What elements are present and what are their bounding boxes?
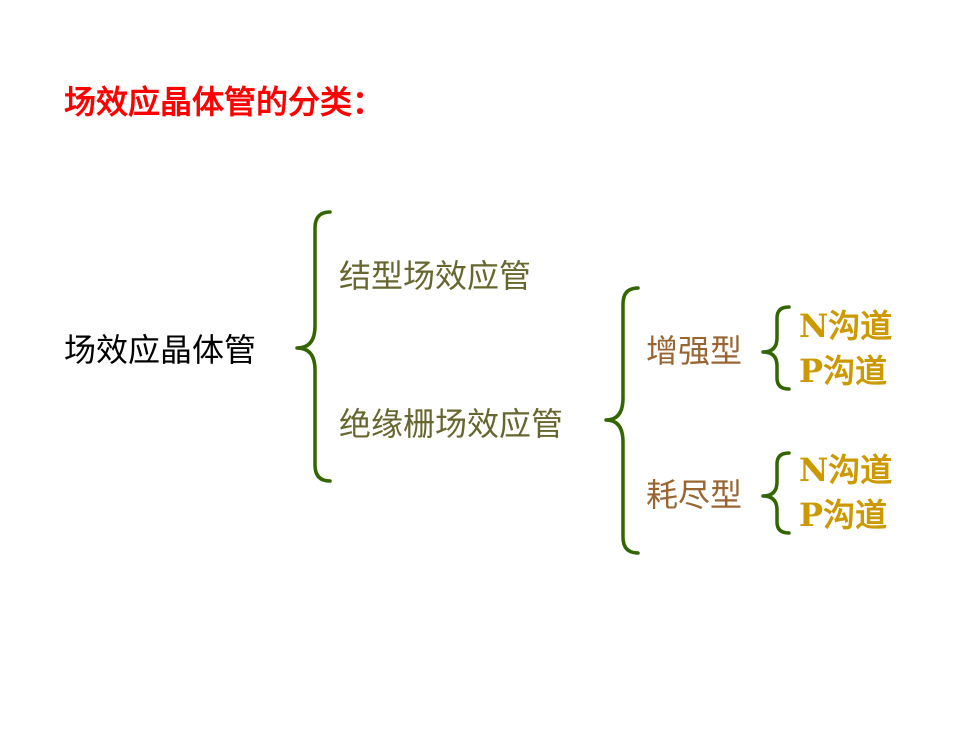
node-depletion-type: 耗尽型 xyxy=(646,476,743,514)
node-enhancement-type: 增强型 xyxy=(646,332,743,370)
node-enhancement-p-channel: P沟道 xyxy=(799,352,888,390)
node-insulated-gate-fet: 绝缘栅场效应管 xyxy=(339,405,564,443)
root-node-fet: 场效应晶体管 xyxy=(64,331,257,369)
brace-enhancement xyxy=(761,305,791,391)
brace-insulated-gate xyxy=(604,286,640,555)
node-junction-fet: 结型场效应管 xyxy=(339,257,532,295)
page-title: 场效应晶体管的分类： xyxy=(64,83,385,121)
node-depletion-p-channel: P沟道 xyxy=(799,496,888,534)
node-depletion-n-channel: N沟道 xyxy=(799,451,893,489)
brace-root xyxy=(295,210,332,483)
brace-depletion xyxy=(761,451,791,535)
node-enhancement-n-channel: N沟道 xyxy=(799,307,893,345)
